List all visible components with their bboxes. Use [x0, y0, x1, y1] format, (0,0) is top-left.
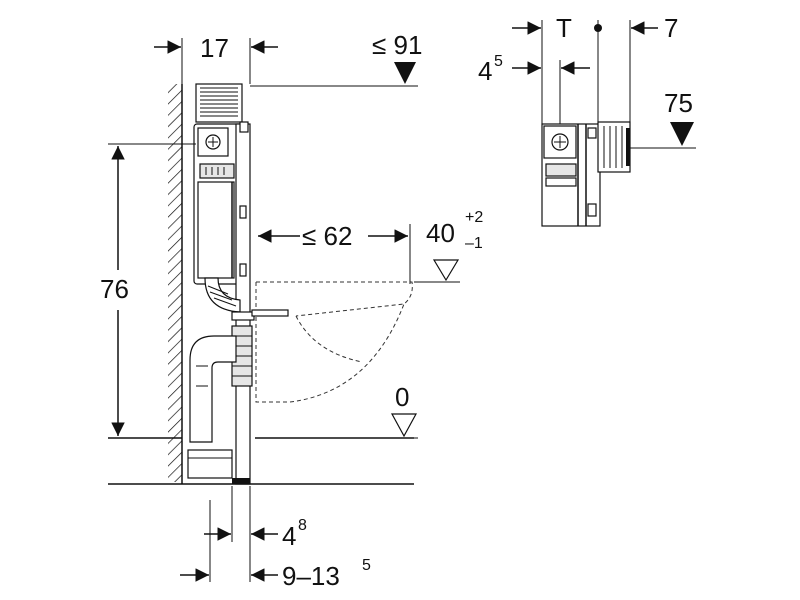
dimension-flush-height: ≤ 91 — [250, 30, 422, 87]
depth-range-sup: 5 — [362, 557, 371, 574]
wall — [168, 84, 183, 484]
foot-offset-sup: 8 — [298, 517, 307, 534]
dimension-bowl-reach: ≤ 62 — [258, 221, 411, 284]
dimension-depth-range: 9–13 5 — [180, 500, 371, 591]
detail-4-label: 4 — [478, 56, 492, 86]
seat-height-label: 40 — [426, 218, 455, 248]
bowl-reach-label: ≤ 62 — [302, 221, 352, 251]
flush-height-label: ≤ 91 — [372, 30, 422, 60]
seat-tolerance-plus: +2 — [465, 209, 483, 226]
detail-75-label: 75 — [664, 88, 693, 118]
dimension-foot-offset: 4 8 — [204, 486, 307, 582]
dimension-seat-height: 40 +2 –1 — [414, 209, 483, 283]
installation-frame — [187, 83, 255, 485]
detail-t-label: T — [556, 13, 572, 43]
detail-7-label: 7 — [664, 13, 678, 43]
detail-4-sup: 5 — [494, 53, 503, 70]
floor-level-label: 0 — [395, 382, 409, 412]
frame-depth-label: 17 — [200, 33, 229, 63]
dimension-floor-level: 0 — [390, 382, 418, 439]
dimension-height-76: 76 — [100, 143, 196, 436]
seat-tolerance-minus: –1 — [465, 235, 483, 252]
foot-offset-label: 4 — [282, 521, 296, 551]
detail-view: T 7 4 5 75 — [478, 13, 696, 227]
height-76-label: 76 — [100, 274, 129, 304]
wc-bowl-outline — [251, 281, 413, 403]
flush-plate-grille — [200, 87, 238, 117]
dimension-frame-depth: 17 — [154, 33, 278, 84]
floor-lines — [108, 437, 414, 485]
depth-range-label: 9–13 — [282, 561, 340, 591]
